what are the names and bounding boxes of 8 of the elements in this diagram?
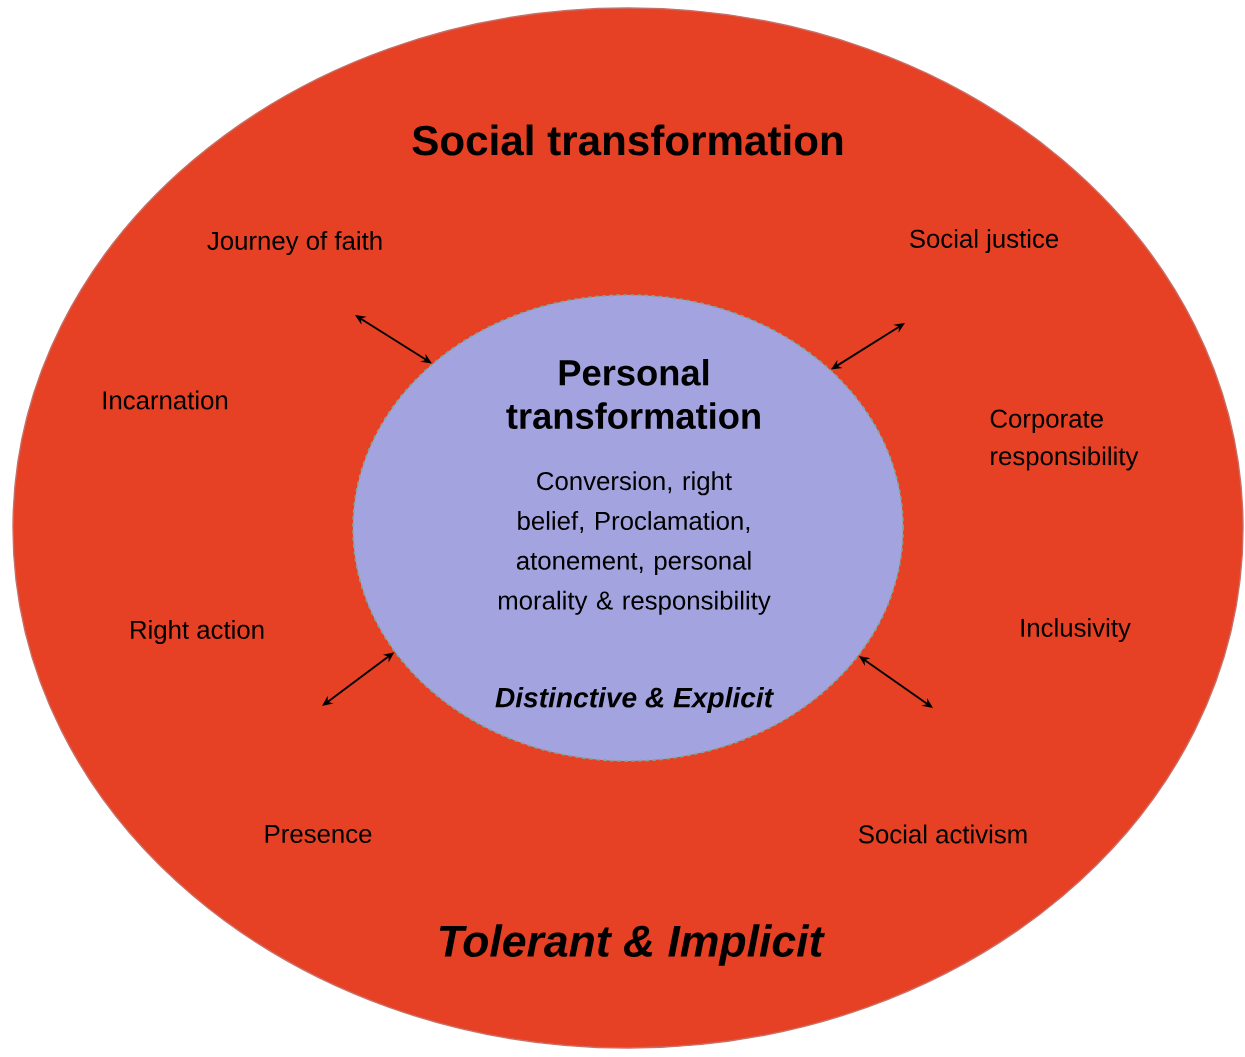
label: Social justice <box>910 229 1059 253</box>
label: Right action <box>131 620 264 644</box>
label: Social activism <box>858 824 1027 844</box>
label: Inclusivity <box>1021 618 1131 642</box>
label: Incarnation <box>103 390 228 410</box>
label: Journey of faith <box>207 231 382 255</box>
label: Corporate responsibility <box>990 409 1139 471</box>
label: Presence <box>265 825 372 843</box>
